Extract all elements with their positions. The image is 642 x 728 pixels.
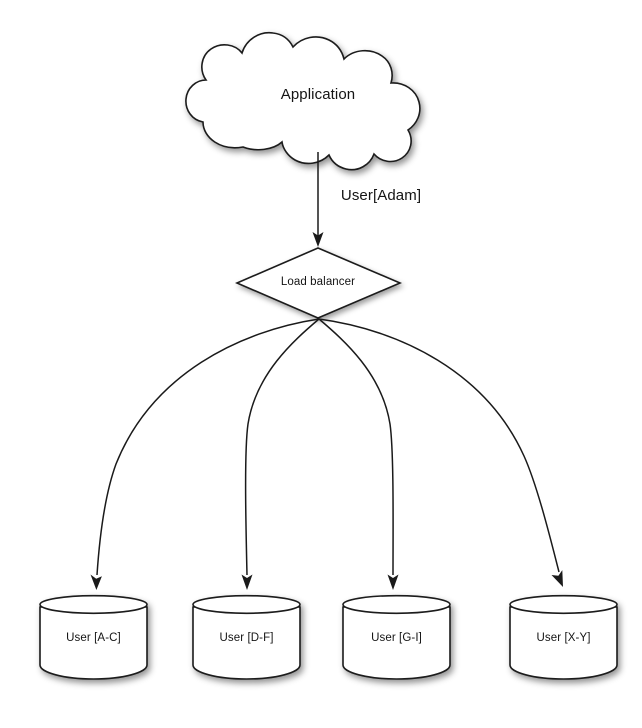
cloud-shape: [185, 31, 421, 171]
edge-balancer-to-shard-2-curve: [244, 318, 320, 576]
cloud-label-application: Application: [280, 86, 356, 103]
edge-balancer-to-shard-1-curve: [96, 318, 320, 576]
edge-app-to-balancer-arrowhead: [312, 232, 324, 247]
datastore-shard-3[interactable]: [342, 594, 451, 680]
edge-balancer-to-shard-2-arrowhead: [241, 574, 253, 590]
diamond-shape: [234, 247, 403, 319]
datastore-shard-4-top: [509, 594, 618, 615]
datastore-shard-3-top: [342, 594, 451, 615]
datastore-shard-4-body: [509, 606, 618, 680]
edge-balancer-to-shard-2: [241, 318, 320, 590]
datastore-shard-1[interactable]: [39, 594, 148, 680]
datastore-shard-4-label: User [X-Y]: [536, 632, 591, 644]
edge-app-to-balancer: [312, 152, 324, 247]
datastore-shard-2-label: User [D-F]: [219, 632, 274, 644]
edge-balancer-to-shard-4: [318, 318, 563, 587]
edge-label-user-adam: User[Adam]: [340, 187, 422, 204]
cloud-node-application[interactable]: [185, 31, 421, 171]
edge-balancer-to-shard-3-curve: [318, 318, 394, 576]
edge-balancer-to-shard-3: [318, 318, 399, 590]
datastore-shard-2[interactable]: [192, 594, 301, 680]
edge-balancer-to-shard-3-arrowhead: [387, 574, 399, 590]
datastore-shard-1-body: [39, 606, 148, 680]
datastore-shard-2-top: [192, 594, 301, 615]
datastore-shard-4[interactable]: [509, 594, 618, 680]
edge-balancer-to-shard-4-arrowhead: [551, 570, 563, 587]
datastore-shard-1-top: [39, 594, 148, 615]
diamond-node-load-balancer[interactable]: [234, 247, 403, 319]
edge-balancer-to-shard-1-arrowhead: [90, 574, 102, 590]
diamond-label-load-balancer: Load balancer: [280, 276, 356, 288]
datastore-shard-3-label: User [G-I]: [371, 632, 422, 644]
datastore-shard-3-body: [342, 606, 451, 680]
datastore-shard-1-label: User [A-C]: [66, 632, 121, 644]
edge-balancer-to-shard-4-curve: [318, 318, 560, 573]
edge-balancer-to-shard-1: [90, 318, 320, 590]
datastore-shard-2-body: [192, 606, 301, 680]
